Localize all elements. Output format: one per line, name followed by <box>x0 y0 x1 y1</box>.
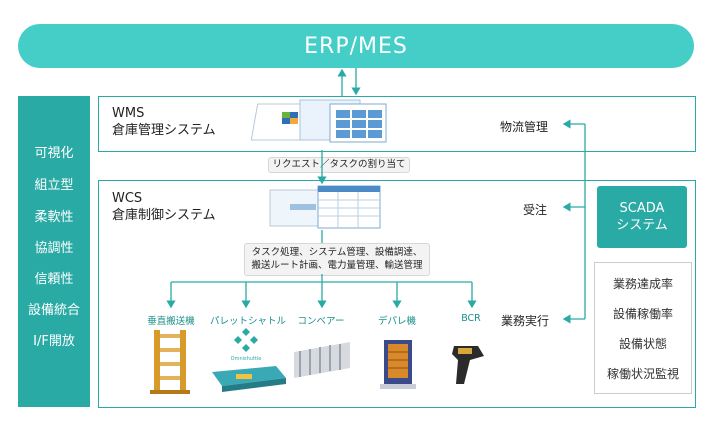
equipment-label-shuttle: パレットシャトル <box>209 316 286 327</box>
sidebar-item-assembly: 組立型 <box>34 178 74 193</box>
wcs-title-en: WCS <box>112 191 143 206</box>
bcr-scanner-illustration <box>452 346 484 384</box>
erp-mes-banner: ERP/MES <box>18 24 694 68</box>
scada-box: SCADA システム <box>597 186 687 248</box>
request-label: リクエスト／タスクの割り当て <box>268 157 410 173</box>
wcs-screen-illustration <box>269 185 381 229</box>
wms-title-en: WMS <box>112 106 145 121</box>
equipment-label-depalletizer: デパレ機 <box>377 316 416 327</box>
execution-label: 業務実行 <box>501 314 550 328</box>
sidebar-item-integration: 設備統合 <box>27 303 80 318</box>
sidebar-item-coordination: 協調性 <box>34 241 74 256</box>
equipment-label-lift: 垂直搬送機 <box>147 316 195 327</box>
order-label: 受注 <box>523 203 548 217</box>
wms-screen-illustration <box>250 99 387 143</box>
scada-title-en: SCADA <box>619 201 665 216</box>
kpi-utilization-rate: 設備稼働率 <box>612 307 673 321</box>
sidebar-item-visibility: 可視化 <box>34 146 74 161</box>
conveyor-illustration <box>294 342 350 378</box>
sidebar-item-flexibility: 柔軟性 <box>34 210 74 225</box>
wms-title: WMS 倉庫管理システム <box>112 105 216 139</box>
sidebar-item-interface: I/F開放 <box>33 334 75 349</box>
pallet-shuttle-illustration: Omnishuttle <box>212 328 286 392</box>
wcs-task-line-2: 搬送ルート計画、電力量管理、輸送管理 <box>251 260 423 271</box>
sidebar-item-reliability: 信頼性 <box>34 272 74 287</box>
shuttle-logo-text: Omnishuttle <box>231 356 262 362</box>
kpi-panel: 業務達成率 設備稼働率 設備状態 稼働状況監視 <box>594 262 692 394</box>
wcs-title-jp: 倉庫制御システム <box>112 208 216 223</box>
equipment-label-conveyor: コンベアー <box>297 316 345 327</box>
wcs-task-line-1: タスク処理、システム管理、設備調達、 <box>251 247 423 258</box>
feature-sidebar: 可視化 組立型 柔軟性 協調性 信頼性 設備統合 I/F開放 <box>18 96 90 407</box>
wms-title-jp: 倉庫管理システム <box>112 123 216 138</box>
kpi-completion-rate: 業務達成率 <box>612 277 673 291</box>
kpi-operation-monitoring: 稼働状況監視 <box>606 367 679 381</box>
wms-box <box>98 96 696 152</box>
wcs-task-list: タスク処理、システム管理、設備調達、 搬送ルート計画、電力量管理、輸送管理 <box>244 243 430 276</box>
wcs-title: WCS 倉庫制御システム <box>112 190 216 224</box>
logistics-label: 物流管理 <box>500 120 549 134</box>
depalletizer-illustration <box>380 340 416 389</box>
equipment-label-bcr: BCR <box>461 313 481 324</box>
kpi-equipment-status: 設備状態 <box>618 337 667 351</box>
scada-title-jp: システム <box>616 218 668 233</box>
vertical-lift-illustration <box>150 330 190 394</box>
